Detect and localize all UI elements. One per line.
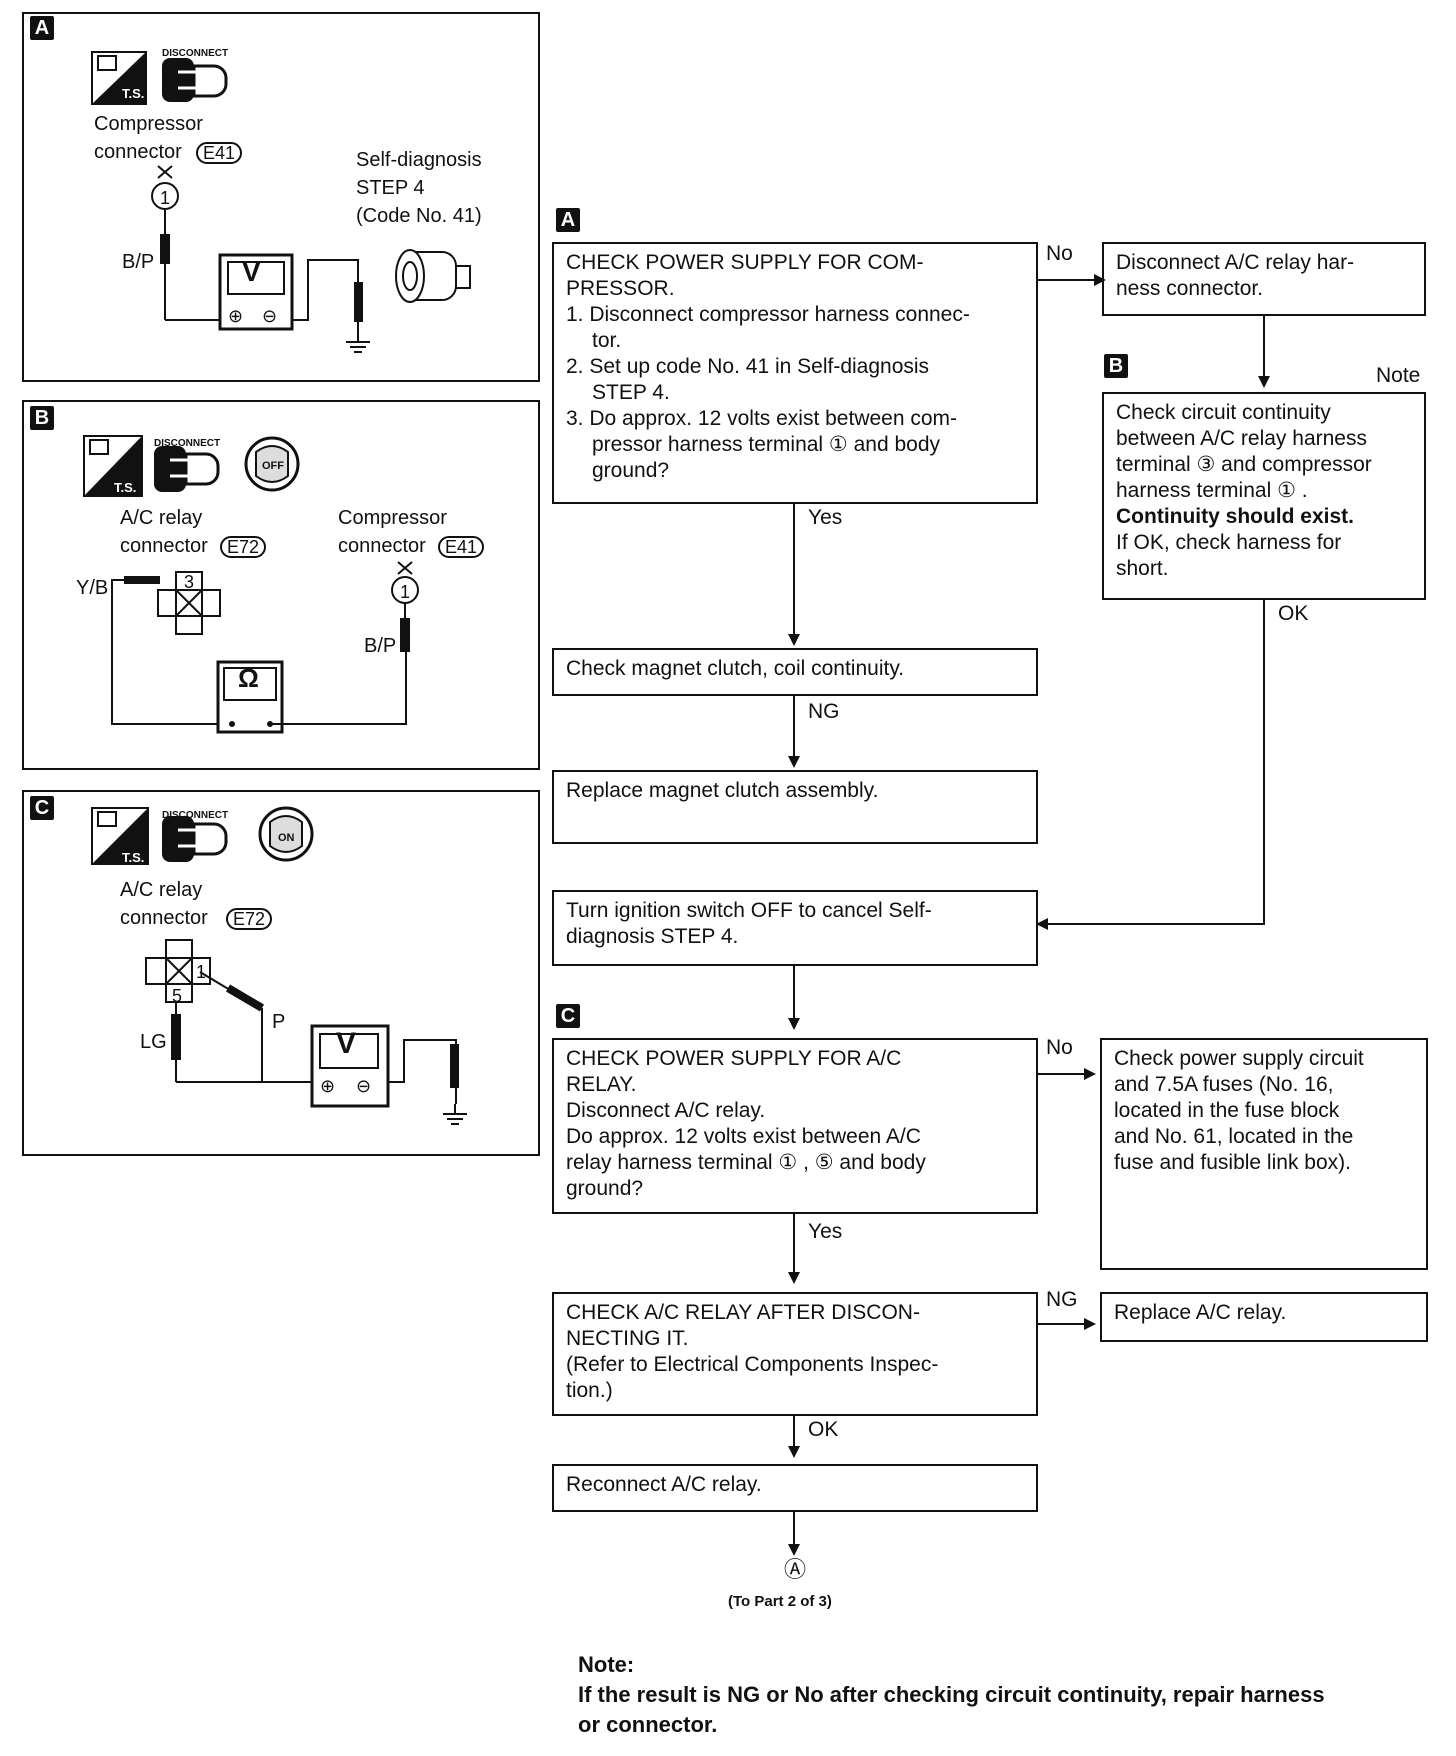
note-block: Note: If the result is NG or No after ch… bbox=[578, 1650, 1325, 1740]
relay-title: A/C relay bbox=[120, 879, 203, 901]
minus-terminal: ⊖ bbox=[356, 1076, 372, 1096]
disconnect-label: DISCONNECT bbox=[162, 810, 229, 821]
disconnect-relay-box: Disconnect A/C relay har- ness connector… bbox=[1102, 242, 1426, 316]
flow-connectors bbox=[788, 274, 1270, 1556]
ok-label: OK bbox=[808, 1418, 839, 1441]
ng-label: NG bbox=[1046, 1288, 1078, 1311]
note-ref-label: Note bbox=[1376, 364, 1421, 387]
minus-terminal: ⊖ bbox=[262, 306, 278, 326]
replace-relay-box: Replace A/C relay. bbox=[1100, 1292, 1428, 1342]
wire-p-label: P bbox=[272, 1011, 286, 1033]
check-relay-box: CHECK A/C RELAY AFTER DISCON- NECTING IT… bbox=[552, 1292, 1038, 1416]
check-relay-power-box: CHECK POWER SUPPLY FOR A/C RELAY. Discon… bbox=[552, 1038, 1038, 1214]
plus-terminal: ⊕ bbox=[228, 306, 244, 326]
ignition-key-icon bbox=[244, 436, 300, 492]
compressor-title: Compressor bbox=[94, 113, 203, 135]
comp-connector-code: E41 bbox=[438, 536, 485, 558]
flow-tag-a: A bbox=[556, 208, 580, 232]
to-part-label: (To Part 2 of 3) bbox=[728, 1593, 832, 1610]
panel-c-tag: C bbox=[30, 796, 54, 820]
comp-connector-title: connector bbox=[338, 535, 426, 557]
disconnect-label: DISCONNECT bbox=[162, 48, 229, 59]
wire-color-label: B/P bbox=[122, 251, 155, 273]
flow-tag-b: B bbox=[1104, 354, 1128, 378]
check-compressor-power-box: CHECK POWER SUPPLY FOR COM- PRESSOR. 1. … bbox=[552, 242, 1038, 504]
panel-b-tag: B bbox=[30, 406, 54, 430]
flow-tag-c: C bbox=[556, 1004, 580, 1028]
terminal-5-label: 5 bbox=[172, 986, 183, 1006]
key-on-label: ON bbox=[278, 832, 295, 844]
key-off-label: OFF bbox=[262, 460, 284, 472]
connector-title: connector bbox=[94, 141, 182, 163]
reconnect-relay-box: Reconnect A/C relay. bbox=[552, 1464, 1038, 1512]
ts-icon bbox=[83, 435, 143, 497]
ignition-key-icon bbox=[258, 806, 314, 862]
note-title: Note: bbox=[578, 1652, 635, 1677]
panel-a-tag: A bbox=[30, 16, 54, 40]
relay-title: A/C relay bbox=[120, 507, 203, 529]
disconnect-icon bbox=[162, 816, 228, 862]
ok-label: OK bbox=[1278, 602, 1309, 625]
wire-lg-label: LG bbox=[140, 1031, 167, 1053]
comp-terminal-label: 1 bbox=[400, 582, 411, 602]
relay-connector-title: connector bbox=[120, 907, 208, 929]
relay-connector-title: connector bbox=[120, 535, 208, 557]
connector-a-icon: Ⓐ bbox=[784, 1557, 807, 1582]
check-continuity-box: Check circuit continuity between A/C rel… bbox=[1102, 392, 1426, 600]
comp-wire-label: B/P bbox=[364, 635, 397, 657]
ts-label: T.S. bbox=[122, 850, 145, 865]
terminal-1-label: 1 bbox=[196, 962, 207, 982]
voltmeter-label: V bbox=[242, 256, 261, 287]
ts-label: T.S. bbox=[122, 86, 145, 101]
disconnect-icon bbox=[162, 58, 228, 102]
relay-terminal-label: 3 bbox=[184, 572, 195, 592]
ohmmeter-label: Ω bbox=[238, 663, 259, 693]
panel-c-wiring bbox=[145, 939, 467, 1125]
no-label: No bbox=[1046, 1036, 1073, 1059]
code-label: (Code No. 41) bbox=[356, 205, 482, 227]
yes-label: Yes bbox=[808, 1220, 843, 1243]
ts-icon bbox=[91, 807, 149, 865]
relay-connector-code: E72 bbox=[226, 908, 273, 930]
disconnect-icon bbox=[154, 446, 220, 492]
relay-wire-label: Y/B bbox=[76, 577, 109, 599]
note-line-1: If the result is NG or No after checking… bbox=[578, 1682, 1325, 1707]
ng-label: NG bbox=[808, 700, 840, 723]
ts-icon bbox=[91, 51, 147, 105]
no-label: No bbox=[1046, 242, 1073, 265]
check-clutch-box: Check magnet clutch, coil continuity. bbox=[552, 648, 1038, 696]
panel-b-wiring bbox=[111, 561, 419, 734]
step-label: STEP 4 bbox=[356, 177, 425, 199]
disconnect-label: DISCONNECT bbox=[154, 438, 221, 449]
self-diag-label: Self-diagnosis bbox=[356, 149, 482, 171]
panel-a-wiring bbox=[151, 165, 370, 353]
note-line-2: or connector. bbox=[578, 1712, 718, 1737]
ts-label: T.S. bbox=[114, 480, 137, 495]
plus-terminal: ⊕ bbox=[320, 1076, 336, 1096]
turn-ignition-box: Turn ignition switch OFF to cancel Self-… bbox=[552, 890, 1038, 966]
relay-connector-code: E72 bbox=[220, 536, 267, 558]
connector-code: E41 bbox=[196, 142, 243, 164]
comp-title: Compressor bbox=[338, 507, 447, 529]
terminal-label: 1 bbox=[160, 188, 171, 208]
replace-clutch-box: Replace magnet clutch assembly. bbox=[552, 770, 1038, 844]
check-power-circuit-box: Check power supply circuit and 7.5A fuse… bbox=[1100, 1038, 1428, 1270]
voltmeter-label: V bbox=[336, 1027, 357, 1060]
compressor-icon bbox=[395, 249, 471, 303]
yes-label: Yes bbox=[808, 506, 843, 529]
